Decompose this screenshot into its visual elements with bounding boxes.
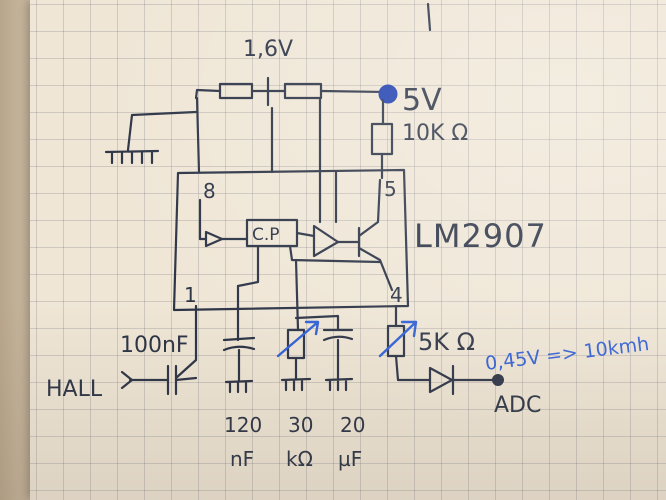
adjust-arrow (378, 320, 418, 358)
unit-capacitor-2: µF (338, 447, 362, 471)
charge-pump-label: C.P (252, 225, 280, 245)
input-label: HALL (46, 377, 103, 402)
r10k-label: 10K Ω (402, 121, 468, 146)
pot-label: 5K Ω (418, 328, 475, 356)
filter-capacitor (322, 328, 354, 392)
input-comparator (198, 198, 248, 248)
pot-lead-bottom (394, 354, 432, 382)
ground-symbol (280, 377, 312, 392)
adc-label: ADC (494, 393, 541, 418)
capacitor-plates (166, 364, 178, 396)
ground-hatch (110, 150, 154, 165)
ground-top-left (104, 110, 198, 165)
cp-timing-wire (236, 244, 260, 288)
calibration-note: 0,45V => 10kmh (484, 333, 650, 375)
supply-node (378, 84, 398, 104)
value-capacitor: 120 (224, 413, 262, 437)
pin-8-label: 8 (203, 179, 216, 203)
top-wire-left (194, 88, 222, 100)
supply-label: 5V (402, 83, 442, 118)
capacitor-plates (222, 336, 256, 352)
ground-symbol (224, 379, 254, 394)
top-divider (194, 76, 387, 107)
ground-wire (126, 110, 198, 152)
value-resistor: 30 (288, 413, 313, 437)
cp-filter-wire (288, 244, 382, 264)
capacitor-wire-right (174, 376, 198, 382)
top-resistor-2 (283, 82, 323, 100)
unit-resistor: kΩ (286, 447, 313, 471)
top-resistor-1 (218, 82, 254, 100)
pin-4-label: 4 (390, 283, 403, 307)
stray-mark (426, 2, 432, 32)
timing-capacitor (222, 336, 256, 394)
output-pot (378, 304, 432, 382)
top-wire-right (319, 89, 387, 94)
unit-capacitor: nF (230, 447, 254, 471)
graph-paper (30, 0, 666, 500)
diode-triangle (428, 366, 454, 394)
capacitor-plates (322, 328, 354, 342)
output-diode (428, 364, 496, 396)
filter-resistor (276, 320, 320, 392)
transistor-emitter (357, 246, 394, 292)
filter-bus (294, 314, 340, 332)
filter-wire (294, 258, 300, 332)
input-capacitor-label: 100nF (120, 333, 189, 358)
pin-5-label: 5 (384, 177, 397, 201)
comparator-triangle (204, 230, 224, 248)
ground-symbol (324, 377, 354, 392)
cp-to-opamp (295, 231, 316, 238)
top-voltage-label: 1,6V (243, 37, 293, 62)
r10k-resistor (370, 122, 394, 156)
transistor-collector (357, 178, 382, 238)
opamp-triangle (312, 224, 340, 258)
pin-1-label: 1 (184, 283, 197, 307)
value-capacitor-2: 20 (340, 413, 365, 437)
adjust-arrow (276, 320, 320, 358)
input-capacitor (120, 364, 198, 396)
chip-outline (172, 168, 410, 312)
adc-node (492, 374, 504, 386)
chip-name: LM2907 (414, 217, 547, 255)
input-arrow (120, 370, 134, 390)
left-supply-wire (195, 96, 201, 174)
pin1-wire (174, 304, 198, 380)
